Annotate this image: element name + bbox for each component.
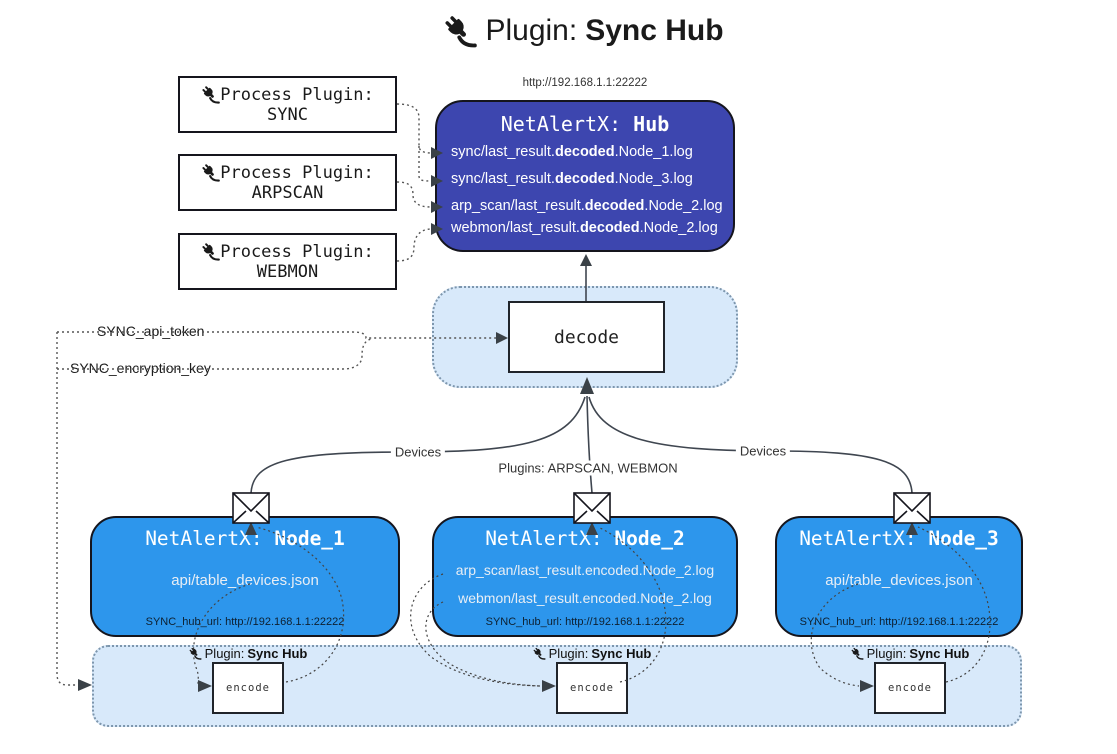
hub-log-line: webmon/last_result.decoded.Node_2.log bbox=[451, 220, 718, 236]
node-2-box: NetAlertX: Node_2 arp_scan/last_result.e… bbox=[432, 516, 738, 637]
plug-icon bbox=[201, 242, 220, 261]
page-title: Plugin: Sync Hub bbox=[0, 14, 1117, 48]
plug-icon bbox=[533, 647, 546, 660]
node-file: webmon/last_result.encoded.Node_2.log bbox=[458, 590, 712, 606]
plug-icon bbox=[201, 163, 220, 182]
node-file: arp_scan/last_result.encoded.Node_2.log bbox=[455, 562, 715, 578]
band-in-arrowhead bbox=[78, 679, 92, 691]
title-prefix: Plugin: bbox=[485, 14, 578, 47]
decode-label: decode bbox=[553, 326, 620, 348]
node-hub-url: SYNC_hub_url: http://192.168.1.1:22222 bbox=[799, 616, 999, 628]
process-plugin-name: WEBMON bbox=[256, 261, 319, 282]
plug-icon bbox=[443, 14, 477, 48]
node-title: NetAlertX: Node_2 bbox=[485, 527, 685, 550]
node-title: NetAlertX: Node_3 bbox=[799, 527, 999, 550]
sync-encryption-key-label: SYNC_encryption_key bbox=[66, 360, 215, 376]
node-1-box: NetAlertX: Node_1 api/table_devices.json… bbox=[90, 516, 400, 637]
encode-box-1: encode bbox=[212, 662, 284, 714]
node-3-box: NetAlertX: Node_3 api/table_devices.json… bbox=[775, 516, 1023, 637]
process-plugin-label: Process Plugin: bbox=[220, 162, 374, 183]
process-plugin-name: SYNC bbox=[267, 104, 308, 125]
encode-box-3: encode bbox=[874, 662, 946, 714]
title-bold: Sync Hub bbox=[585, 14, 724, 47]
band-plugin-label: Plugin:Sync Hub bbox=[189, 646, 307, 661]
hub-log-line: arp_scan/last_result.decoded.Node_2.log bbox=[451, 198, 723, 214]
devices-right-label: Devices bbox=[735, 443, 791, 459]
node-hub-url: SYNC_hub_url: http://192.168.1.1:22222 bbox=[485, 616, 685, 628]
plug-icon bbox=[189, 647, 202, 660]
plug-icon bbox=[201, 85, 220, 104]
process-plugin-name: ARPSCAN bbox=[251, 182, 324, 203]
process-plugin-label: Process Plugin: bbox=[220, 84, 374, 105]
plugin-to-hub-connectors bbox=[396, 103, 432, 262]
hub-url-label: http://192.168.1.1:22222 bbox=[522, 77, 648, 89]
plugins-mid-label: Plugins: ARPSCAN, WEBMON bbox=[494, 460, 682, 476]
process-plugin-sync-box: Process Plugin: SYNC bbox=[178, 76, 397, 133]
node-file: api/table_devices.json bbox=[171, 572, 319, 589]
process-plugin-webmon-box: Process Plugin: WEBMON bbox=[178, 233, 397, 290]
encode-box-2: encode bbox=[556, 662, 628, 714]
process-plugin-arpscan-box: Process Plugin: ARPSCAN bbox=[178, 154, 397, 211]
hub-name-bold: Hub bbox=[633, 112, 670, 136]
hub-log-line: sync/last_result.decoded.Node_3.log bbox=[451, 171, 693, 187]
plug-icon bbox=[851, 647, 864, 660]
band-plugin-label: Plugin:Sync Hub bbox=[851, 646, 969, 661]
hub-title: NetAlertX: Hub bbox=[437, 112, 733, 136]
node-hub-url: SYNC_hub_url: http://192.168.1.1:22222 bbox=[145, 616, 345, 628]
band-plugin-label: Plugin:Sync Hub bbox=[533, 646, 651, 661]
node-file: api/table_devices.json bbox=[825, 572, 973, 589]
hub-box: NetAlertX: Hub sync/last_result.decoded.… bbox=[435, 100, 735, 252]
nodes-to-decode-curves bbox=[250, 395, 913, 494]
process-plugin-label: Process Plugin: bbox=[220, 241, 374, 262]
hub-name-prefix: NetAlertX: bbox=[500, 112, 622, 136]
devices-left-label: Devices bbox=[390, 444, 446, 460]
node-title: NetAlertX: Node_1 bbox=[145, 527, 345, 550]
hub-log-line: sync/last_result.decoded.Node_1.log bbox=[451, 144, 693, 160]
decode-box: decode bbox=[508, 301, 665, 373]
sync-api-token-label: SYNC_api_token bbox=[93, 323, 209, 339]
